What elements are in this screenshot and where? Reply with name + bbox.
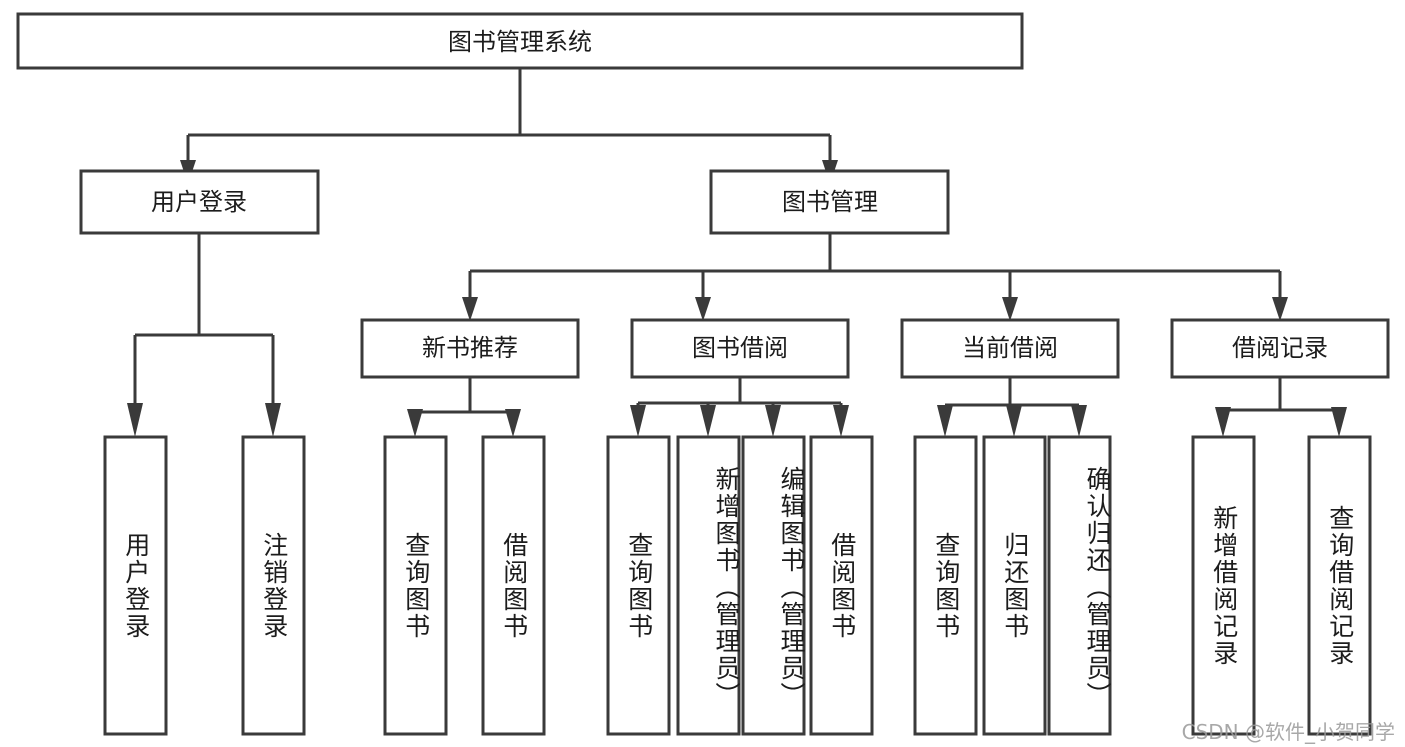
arrow-head-icon [937, 405, 953, 437]
arrow-head-icon [1331, 407, 1347, 437]
nodes-layer: 图书管理系统 用户登录 图书管理 新书推荐 图书借阅 当前借阅 借阅记录 [16, 12, 1390, 736]
node-root-box[interactable] [16, 12, 1024, 70]
node-user-login-box[interactable] [79, 169, 320, 235]
node-leaf-borrow-book-2-box[interactable] [809, 435, 874, 736]
node-current-borrow-box[interactable] [900, 318, 1120, 379]
arrow-head-icon [695, 297, 711, 321]
node-new-book-recommend-label: 新书推荐 [422, 334, 518, 362]
edge-new-book-recommend-trunk [413, 377, 515, 425]
arrow-head-icon [765, 405, 781, 437]
arrow-head-icon [1071, 405, 1087, 437]
node-book-borrow-label: 图书借阅 [692, 334, 788, 362]
edge-book-borrow-trunk [636, 377, 843, 425]
node-leaf-return-book-box[interactable] [982, 435, 1047, 736]
node-borrow-record-label: 借阅记录 [1232, 334, 1328, 362]
arrow-head-icon [700, 405, 716, 437]
edge-book-management-trunk [468, 233, 1282, 297]
node-root-label: 图书管理系统 [448, 28, 592, 56]
arrow-head-icon [630, 405, 646, 437]
node-leaf-query-book-2-box[interactable] [606, 435, 671, 736]
arrow-head-icon [127, 403, 143, 437]
edge-borrow-record-trunk [1221, 377, 1341, 425]
node-leaf-add-borrow-record-box[interactable] [1191, 435, 1256, 736]
edges-layer [133, 68, 1341, 425]
node-book-borrow-box[interactable] [630, 318, 850, 379]
arrow-head-icon [462, 297, 478, 321]
node-borrow-record-box[interactable] [1170, 318, 1390, 379]
node-new-book-recommend-box[interactable] [360, 318, 580, 379]
arrow-head-icon [265, 403, 281, 437]
node-current-borrow-label: 当前借阅 [962, 334, 1058, 362]
arrow-head-icon [1215, 407, 1231, 437]
node-leaf-add-book-box[interactable] [676, 435, 741, 736]
node-book-management-label: 图书管理 [782, 188, 878, 216]
node-user-login-label: 用户登录 [151, 188, 247, 216]
arrow-head-icon [505, 409, 521, 437]
node-book-management-box[interactable] [709, 169, 950, 235]
arrow-head-icon [833, 405, 849, 437]
node-leaf-edit-book-box[interactable] [741, 435, 806, 736]
node-leaf-user-login-box[interactable] [103, 435, 168, 736]
node-leaf-query-borrow-record-box[interactable] [1307, 435, 1372, 736]
arrow-head-icon [1006, 405, 1022, 437]
watermark-text: CSDN @软件_小贺同学 [1181, 720, 1395, 744]
arrow-head-icon [1272, 297, 1288, 321]
arrow-head-icon [1002, 297, 1018, 321]
node-leaf-query-book-1-box[interactable] [383, 435, 448, 736]
node-leaf-borrow-book-1-box[interactable] [481, 435, 546, 736]
arrow-head-icon [407, 409, 423, 437]
node-leaf-query-book-3-box[interactable] [913, 435, 978, 736]
node-leaf-logout-login-box[interactable] [241, 435, 306, 736]
node-leaf-confirm-return-box[interactable] [1047, 435, 1112, 736]
edge-root-trunk [186, 68, 832, 160]
edge-user-login-trunk [133, 233, 275, 425]
